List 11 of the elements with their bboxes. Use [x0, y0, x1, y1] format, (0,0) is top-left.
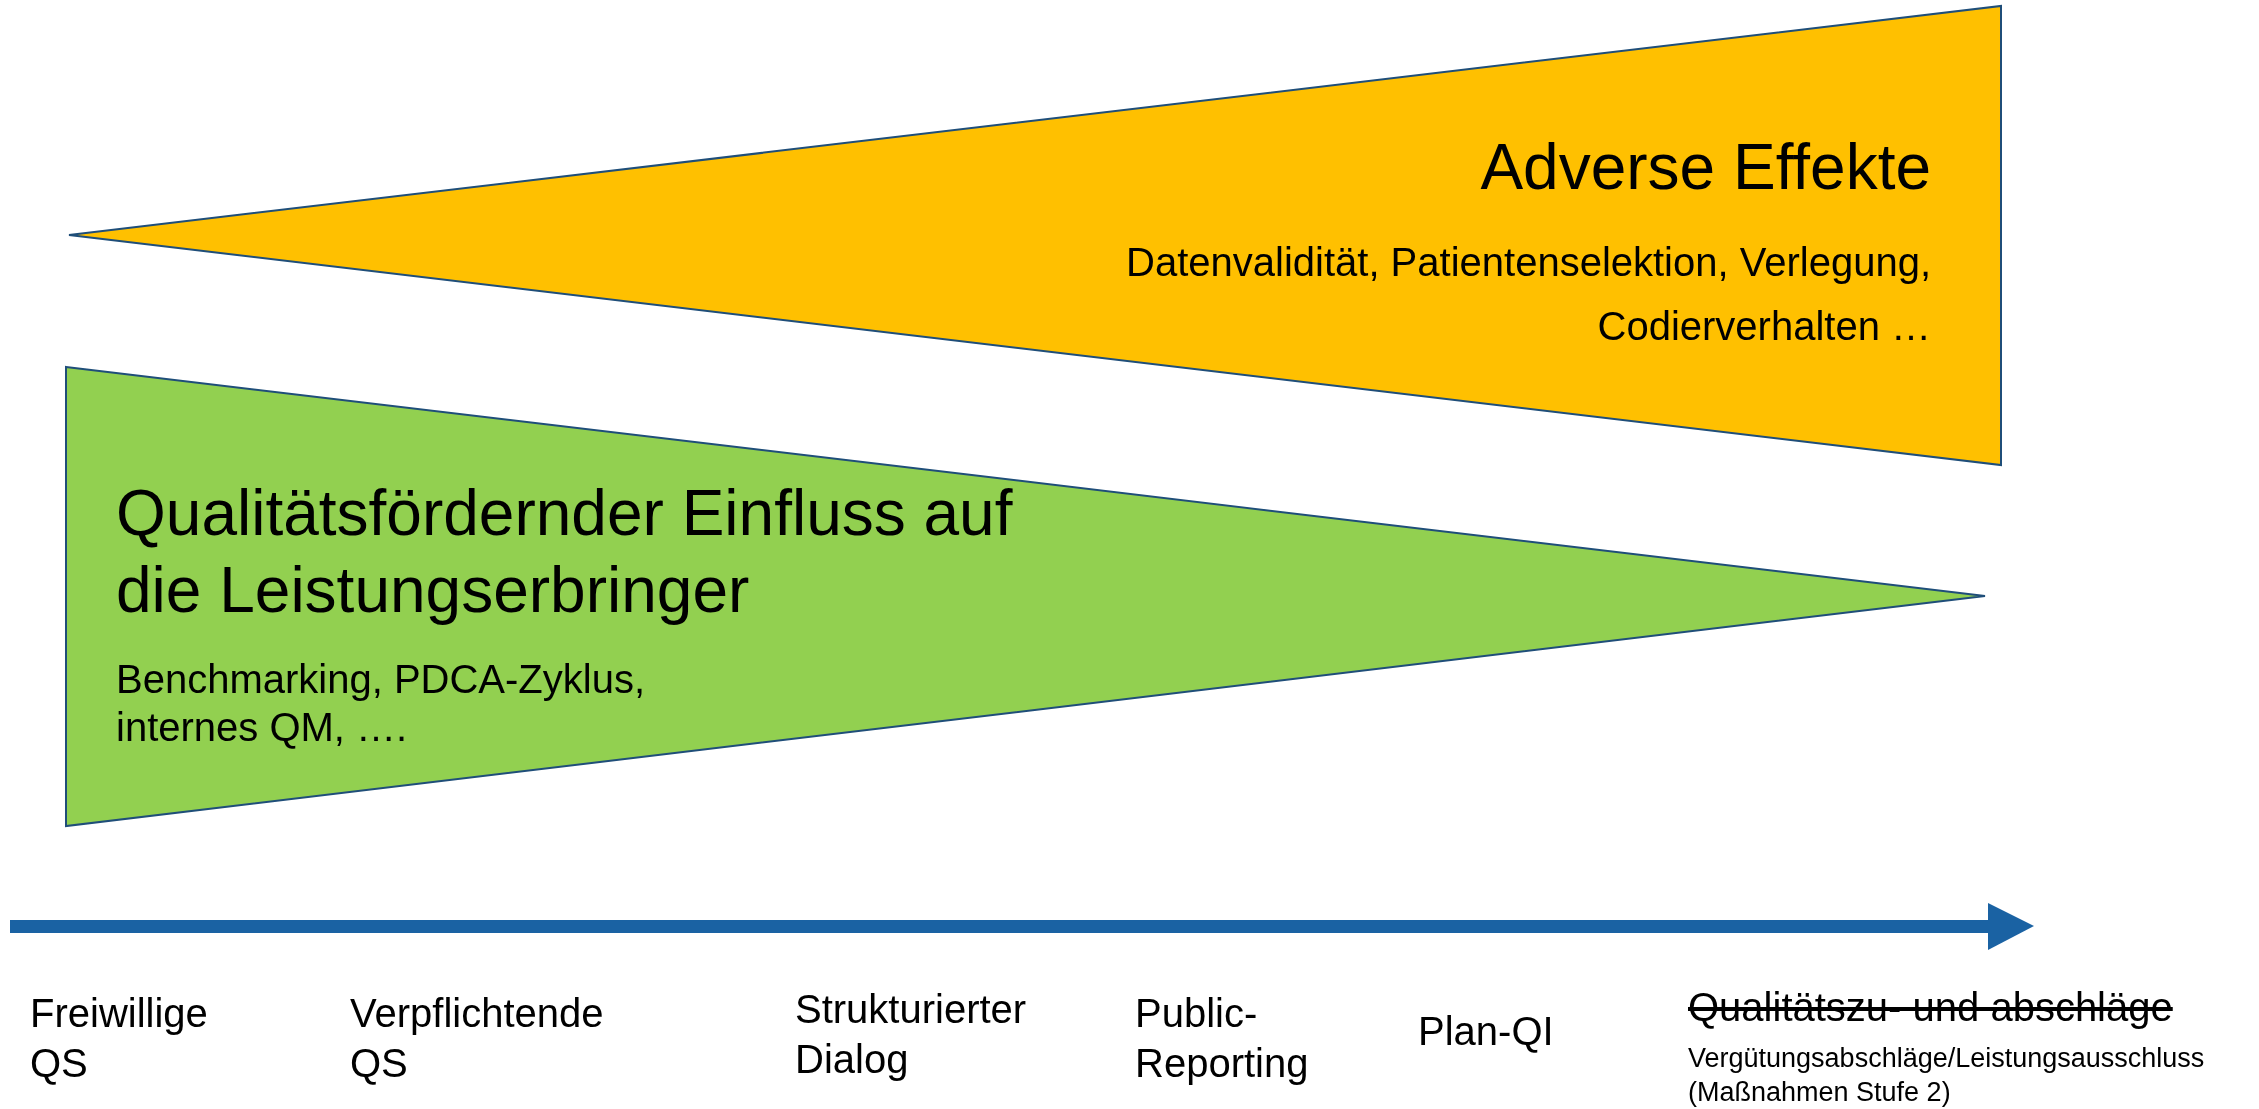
axis-stage-label: Public-Reporting	[1135, 990, 1310, 1087]
axis-stage-label: Qualitätszu- und abschläge	[1688, 984, 2173, 1031]
wedge-description: Benchmarking, PDCA-Zyklus, internes QM, ….	[116, 656, 647, 751]
axis-stage-label: Strukturierter Dialog	[795, 986, 1028, 1083]
wedge-description: Datenvalidität, Patientenselektion, Verlegung, Codierverhalten …	[1125, 239, 1931, 350]
axis-stage-label: Vergütungsabschläge/Leistungsausschluss (Maßnahmen Stufe 2)	[1688, 1042, 2206, 1109]
axis-stage-label: Verpflichtende QS	[350, 990, 605, 1087]
wedge-heading: Qualitätsfördernder Einfluss auf die Leistungserbringer	[116, 476, 1014, 628]
wedge-heading: Adverse Effekte	[1480, 130, 1931, 205]
axis-stage-label: Plan-QI	[1418, 1008, 1554, 1055]
axis-stage-label: Freiwillige QS	[30, 990, 209, 1087]
